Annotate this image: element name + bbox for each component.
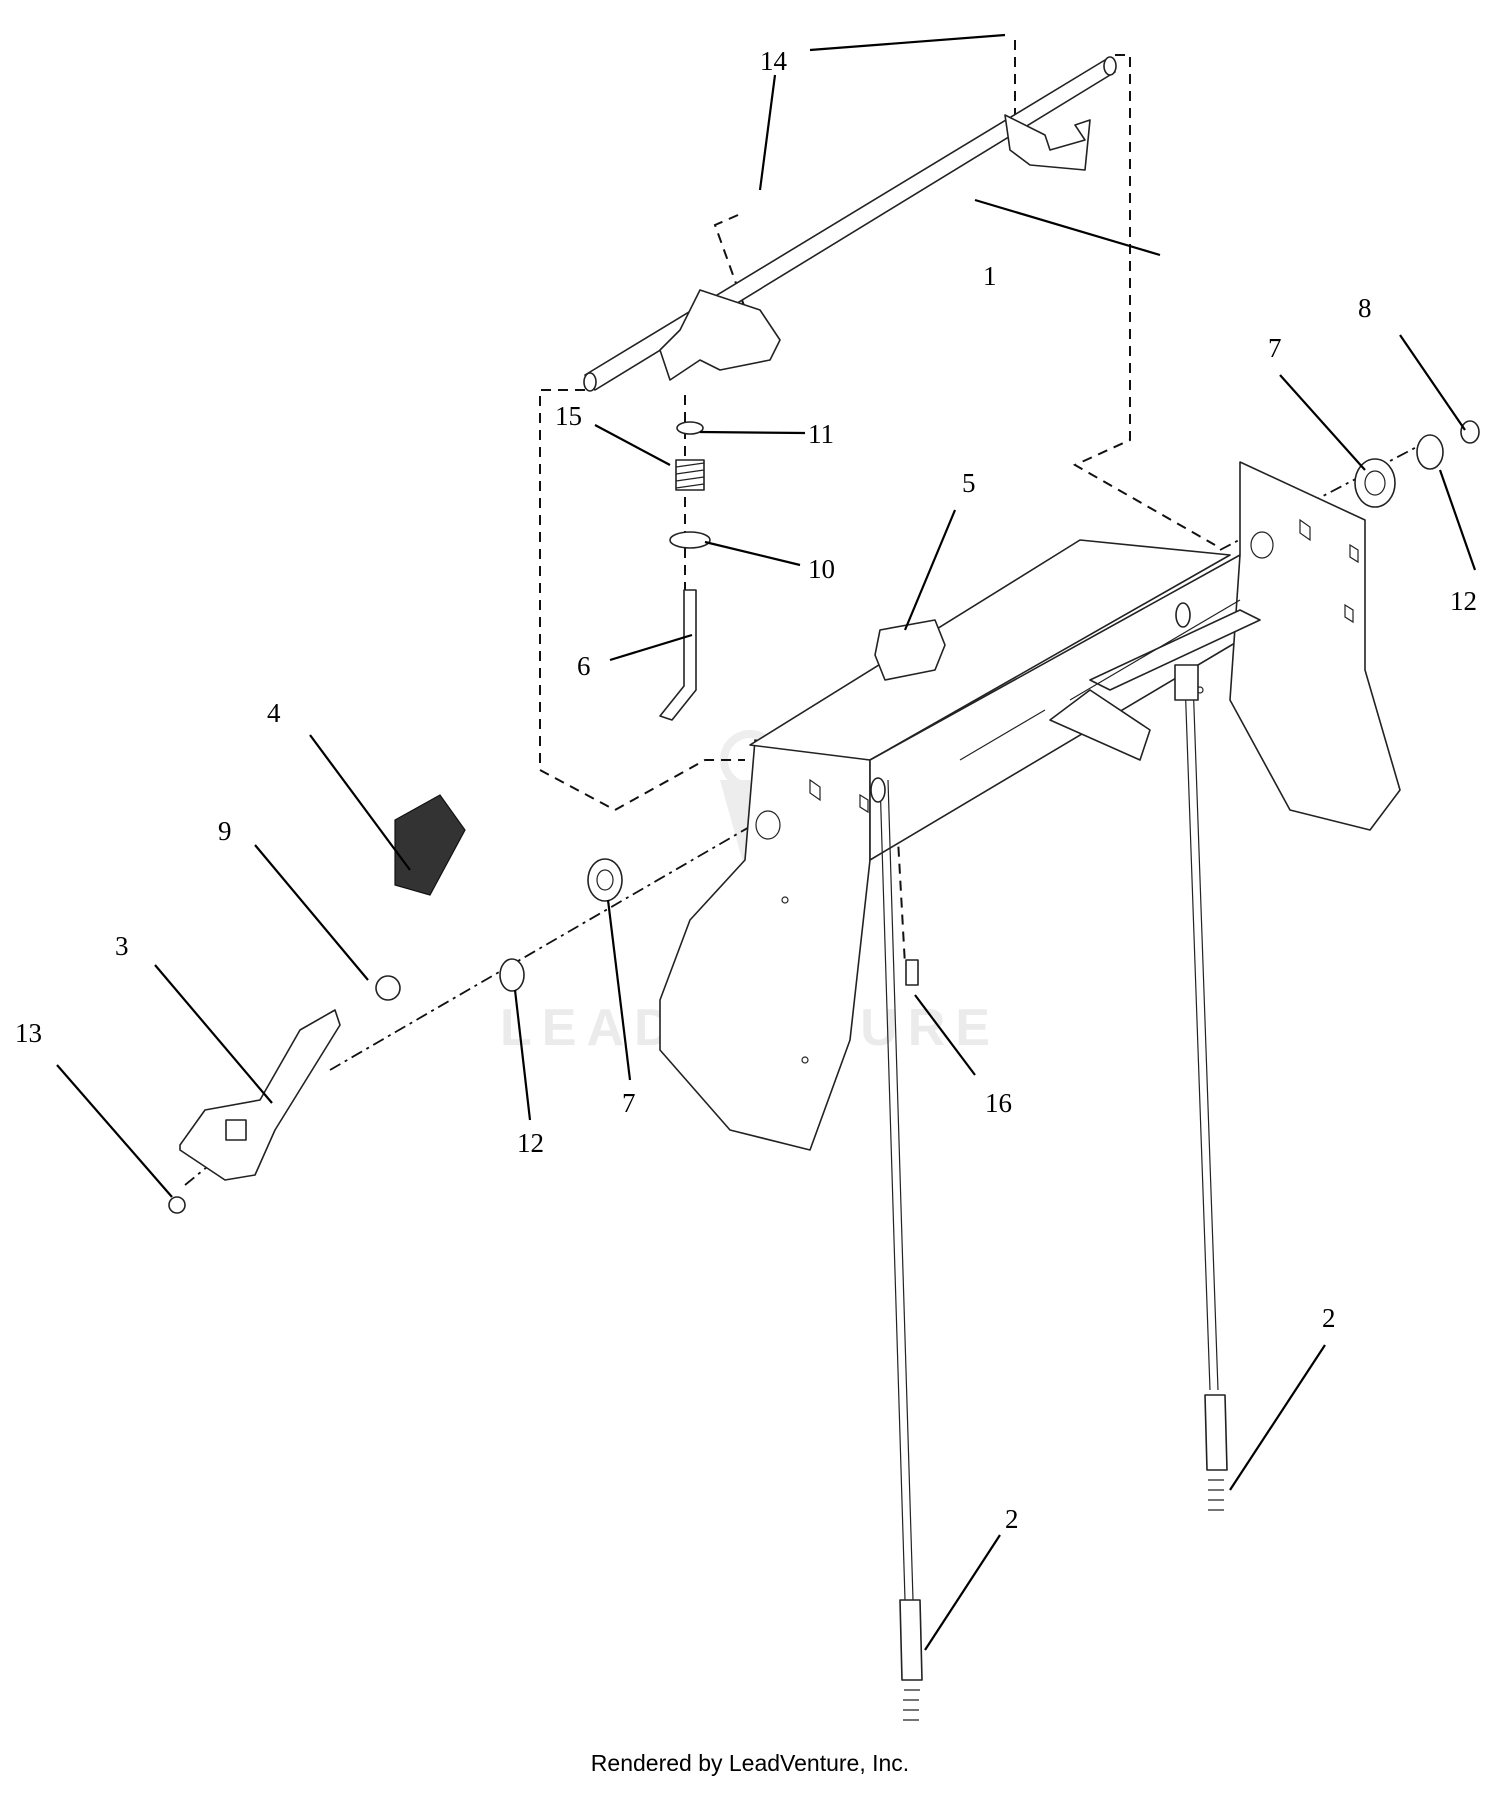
callout-10: 10 xyxy=(808,554,835,584)
callout-2-right: 2 xyxy=(1322,1303,1336,1333)
callout-labels: 14 1 15 11 10 6 5 7 8 12 4 9 3 13 12 7 1… xyxy=(15,46,1477,1534)
part-2-cables xyxy=(870,602,1228,1721)
left-hardware xyxy=(168,794,623,1214)
callout-2-left: 2 xyxy=(1005,1504,1019,1534)
spring-stack xyxy=(659,421,711,721)
part-1-shaft xyxy=(583,56,1117,392)
callout-14: 14 xyxy=(760,46,788,76)
callout-13: 13 xyxy=(15,1018,42,1048)
callout-6: 6 xyxy=(577,651,591,681)
part-4-grip xyxy=(394,794,466,896)
callout-16: 16 xyxy=(985,1088,1012,1118)
part-13-nut xyxy=(168,1196,186,1214)
part-10-washer xyxy=(669,531,711,549)
callout-12-left: 12 xyxy=(517,1128,544,1158)
callout-3: 3 xyxy=(115,931,129,961)
frame-assembly xyxy=(659,461,1401,1151)
part-5-switch xyxy=(874,619,946,681)
callout-5: 5 xyxy=(962,468,976,498)
callout-15: 15 xyxy=(555,401,582,431)
part-3-lever xyxy=(179,1009,341,1181)
footer-credit: Rendered by LeadVenture, Inc. xyxy=(590,1750,910,1776)
callout-9: 9 xyxy=(218,816,232,846)
right-hardware xyxy=(1354,420,1480,508)
part-11-washer xyxy=(676,421,704,435)
callout-8: 8 xyxy=(1358,293,1372,323)
leader-lines xyxy=(56,33,1477,1651)
part-15-spring xyxy=(675,459,705,491)
callout-12-right: 12 xyxy=(1450,586,1477,616)
callout-7-right: 7 xyxy=(1268,333,1282,363)
callout-4: 4 xyxy=(267,698,281,728)
part-6-rod xyxy=(659,589,697,721)
callout-11: 11 xyxy=(808,419,834,449)
callout-7-left: 7 xyxy=(622,1088,636,1118)
callout-1: 1 xyxy=(983,261,997,291)
